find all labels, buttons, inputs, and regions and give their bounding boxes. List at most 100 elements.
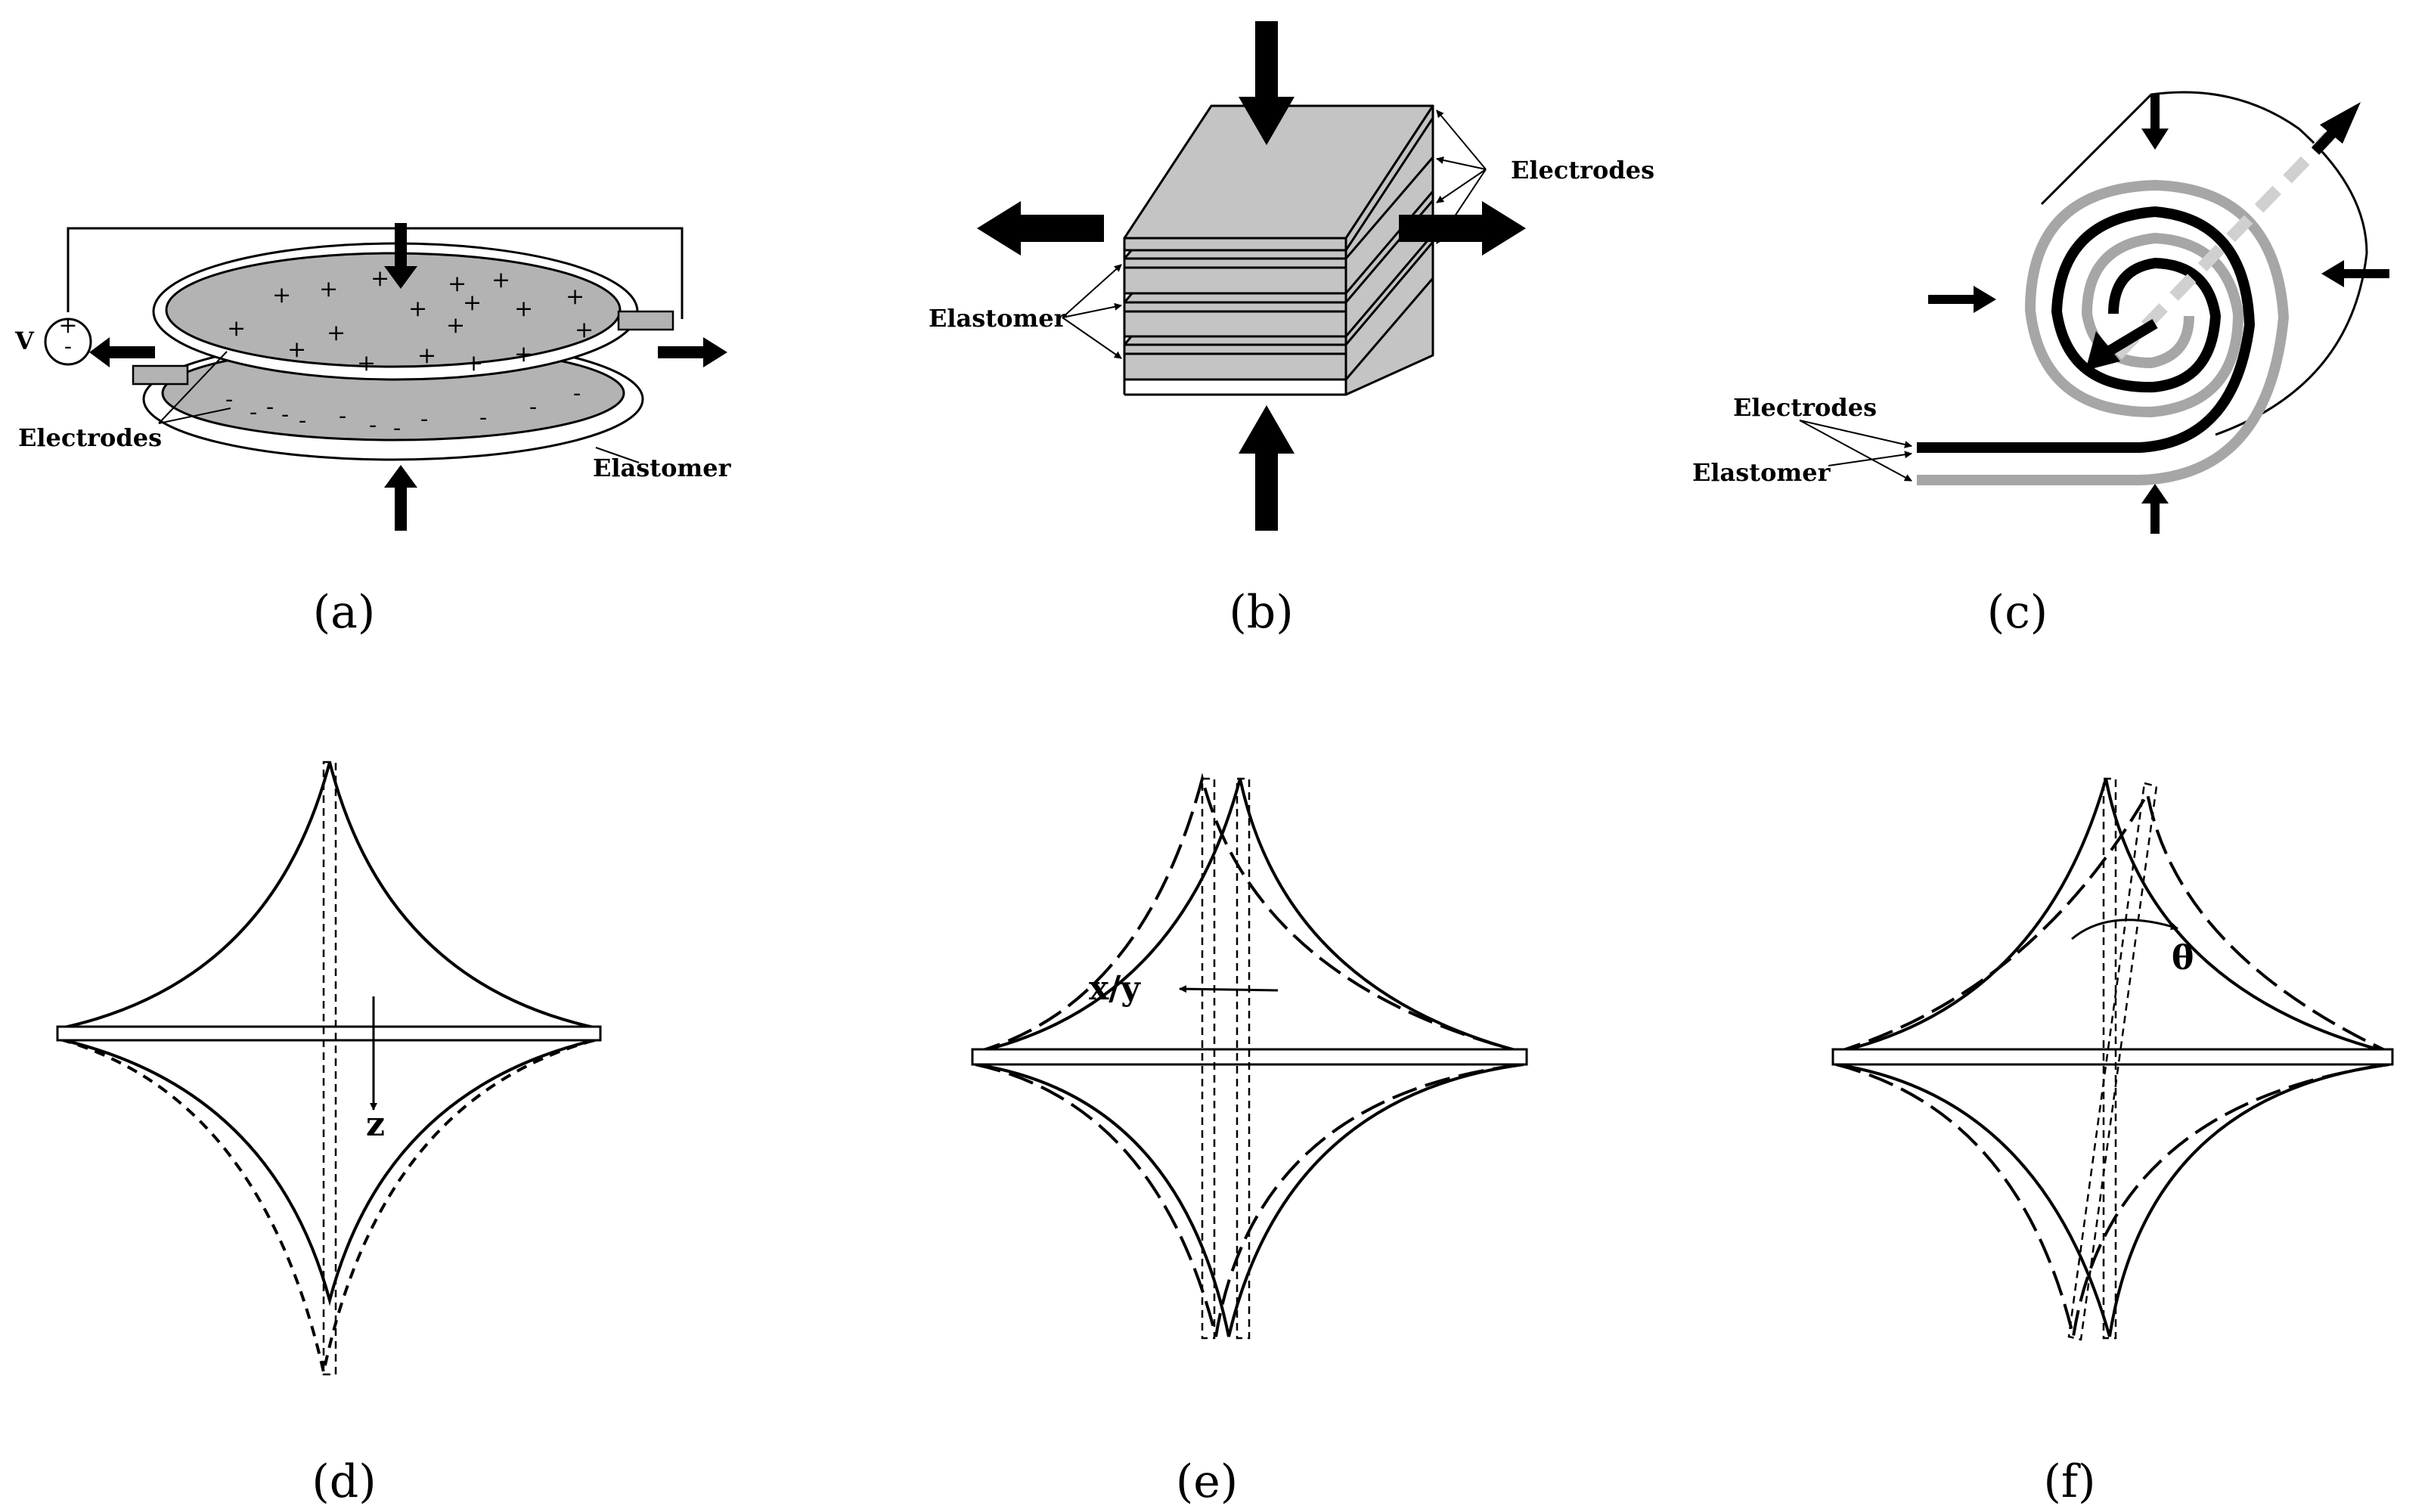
plus-charge: + [463, 290, 482, 316]
plus-charge: + [408, 296, 427, 322]
membrane-upper [1835, 778, 2390, 1054]
top-electrode-tab [617, 310, 674, 331]
expand-arrow-right [1399, 201, 1526, 256]
plus-charge: + [327, 320, 346, 346]
xy-axis-label: x/y [1089, 969, 1141, 1008]
electrodes-label: Electrodes [1511, 156, 1654, 184]
panel-caption: (e) [1176, 1455, 1238, 1508]
membrane-lower-displaced [975, 1063, 1524, 1337]
plus-charge: + [417, 342, 436, 369]
plus-charge: + [371, 265, 389, 292]
compress-arrow-top [384, 223, 417, 289]
plus-charge: + [287, 336, 306, 363]
panel-caption: (f) [2043, 1455, 2095, 1508]
frame-bar [56, 1025, 602, 1042]
panel-caption: (b) [1229, 586, 1293, 639]
voltage-source [44, 318, 92, 366]
elastomer-label: Elastomer [593, 454, 732, 482]
minus-charge: - [266, 394, 274, 420]
elastomer-spiral [1917, 179, 2290, 485]
voltage-label: V [14, 327, 35, 355]
electrodes-label: Electrodes [1733, 393, 1877, 422]
frame-bar [1831, 1048, 2394, 1066]
membrane-lower [975, 1063, 1524, 1337]
z-axis-label: z [366, 1105, 385, 1144]
expand-arrow-right [658, 337, 727, 367]
minus-charge: - [250, 399, 257, 426]
minus-charge: - [281, 401, 289, 428]
plus-charge: + [514, 341, 533, 367]
plus-charge: + [514, 296, 533, 322]
top-electrode [165, 252, 622, 368]
plus-charge: + [575, 317, 594, 343]
compress-arrow-bottom [1239, 405, 1295, 531]
compress-arrow-bottom [384, 465, 417, 531]
shaft [2102, 777, 2117, 1340]
bottom-electrode-tab [132, 364, 189, 386]
circuit-wire [67, 227, 684, 319]
shaft [322, 761, 337, 1376]
electrodes-leader [158, 351, 228, 424]
plus-charge: + [448, 271, 467, 297]
plus-charge: + [272, 282, 291, 308]
membrane-lower-displaced [1835, 1063, 2390, 1337]
plus-charge: + [446, 312, 465, 339]
compress-arrow-top [2141, 94, 2169, 150]
electrodes-leaders [1436, 110, 1487, 244]
panel-f [1831, 777, 2394, 1341]
panel-a: + - V + + + + + + + + + + + + + + + + [14, 223, 732, 639]
panel-caption: (c) [1987, 586, 2048, 639]
plus-charge: + [357, 350, 376, 376]
panel-e [971, 773, 1528, 1340]
expand-arrow-left [977, 201, 1104, 256]
voltage-source-minus: - [64, 333, 72, 360]
expand-arrow-left [89, 337, 155, 367]
membrane-lower [60, 1038, 598, 1306]
theta-arc [2071, 919, 2178, 940]
compress-arrow-bottom [2141, 484, 2169, 534]
membrane-lower-displaced [60, 1038, 598, 1373]
compress-arrow-right [2321, 260, 2389, 287]
negative-charges: - - - - - - - - - - - - [225, 380, 581, 442]
minus-charge: - [573, 380, 581, 407]
plus-charge: + [227, 315, 246, 342]
positive-charges: + + + + + + + + + + + + + + + + + + [227, 265, 594, 376]
minus-charge: - [339, 403, 346, 429]
membrane-upper [60, 761, 598, 1030]
elastomer-leaders [1062, 264, 1122, 359]
minus-charge: - [479, 404, 487, 431]
roll-outline [2040, 91, 2368, 436]
roll-axis [2113, 132, 2333, 360]
elastomer-label: Elastomer [929, 304, 1068, 333]
shaft-rotated [2067, 782, 2158, 1341]
theta-label: θ [2172, 939, 2194, 978]
panel-caption: (d) [312, 1455, 376, 1508]
minus-charge: - [393, 415, 401, 442]
plus-charge: + [319, 276, 338, 302]
shaft-displaced [1201, 777, 1216, 1340]
plus-charge: + [491, 267, 510, 293]
plus-charge: + [464, 350, 483, 376]
electrodes-label: Electrodes [18, 423, 162, 452]
voltage-source-plus: + [58, 312, 77, 339]
spiral-leaders [1799, 420, 1912, 482]
membrane-upper-displaced [1835, 789, 2390, 1054]
xy-axis-arrow [1179, 985, 1279, 993]
minus-charge: - [225, 386, 233, 413]
elastomer-leader [595, 447, 640, 463]
compress-arrow-left [1928, 286, 1996, 313]
plus-charge: + [566, 284, 584, 310]
radial-arrow-inward [2085, 331, 2120, 370]
electrodes-leader [158, 407, 231, 424]
panel-c: Electrodes Elastomer (c) [1692, 91, 2389, 639]
compress-arrow-top [1239, 21, 1295, 145]
minus-charge: - [299, 407, 306, 434]
minus-charge: - [420, 406, 428, 432]
panel-caption: (a) [313, 586, 376, 639]
membrane-lower [1835, 1063, 2390, 1337]
panel-d [56, 761, 602, 1376]
panel-b [977, 21, 1526, 531]
electrode-spiral [1917, 206, 2256, 453]
elastomer-label: Elastomer [1692, 458, 1831, 487]
